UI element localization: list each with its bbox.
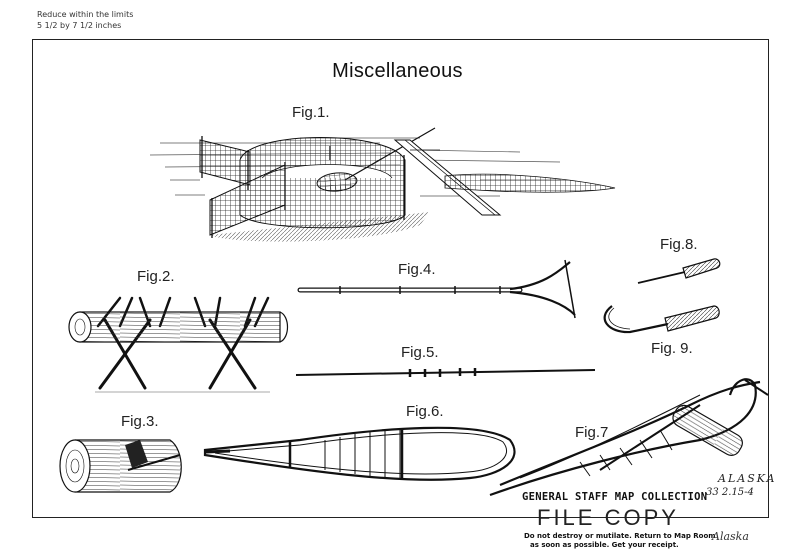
fig4-label: Fig.4. — [398, 261, 436, 278]
fig5-rod — [295, 368, 596, 377]
margin-note-limits: Reduce within the limits — [37, 10, 134, 19]
fig7-label: Fig.7 — [575, 424, 609, 441]
stamp-instructions-1: Do not destroy or mutilate. Return to Ma… — [524, 532, 716, 540]
stamp-file-copy: FILE COPY — [537, 505, 679, 530]
stamp-collection: GENERAL STAFF MAP COLLECTION — [522, 491, 708, 503]
catalog-region: ALASKA — [718, 472, 777, 485]
fig1-fish-weir — [149, 127, 616, 242]
signature: Alaska — [712, 530, 749, 543]
fig7-sled — [489, 378, 769, 497]
plate-frame — [32, 39, 769, 518]
fig6-snowshoe — [203, 426, 516, 481]
fig3-notched-log — [59, 439, 182, 493]
fig1-label: Fig.1. — [292, 104, 330, 121]
catalog-number: 33 2.15-4 — [706, 487, 754, 498]
margin-note-size: 5 1/2 by 7 1/2 inches — [37, 21, 122, 30]
fig9-label: Fig. 9. — [651, 340, 693, 357]
fig6-label: Fig.6. — [406, 403, 444, 420]
page-title: Miscellaneous — [332, 60, 463, 82]
stamp-instructions-2: as soon as possible. Get your receipt. — [530, 541, 679, 549]
fig3-label: Fig.3. — [121, 413, 159, 430]
fig5-label: Fig.5. — [401, 344, 439, 361]
fig2-log-sawhorse — [68, 296, 289, 393]
fig8-label: Fig.8. — [660, 236, 698, 253]
fig8-knife — [637, 258, 721, 284]
fig2-label: Fig.2. — [137, 268, 175, 285]
fig9-curved-knife — [603, 305, 720, 334]
fig4-spear — [297, 259, 576, 319]
